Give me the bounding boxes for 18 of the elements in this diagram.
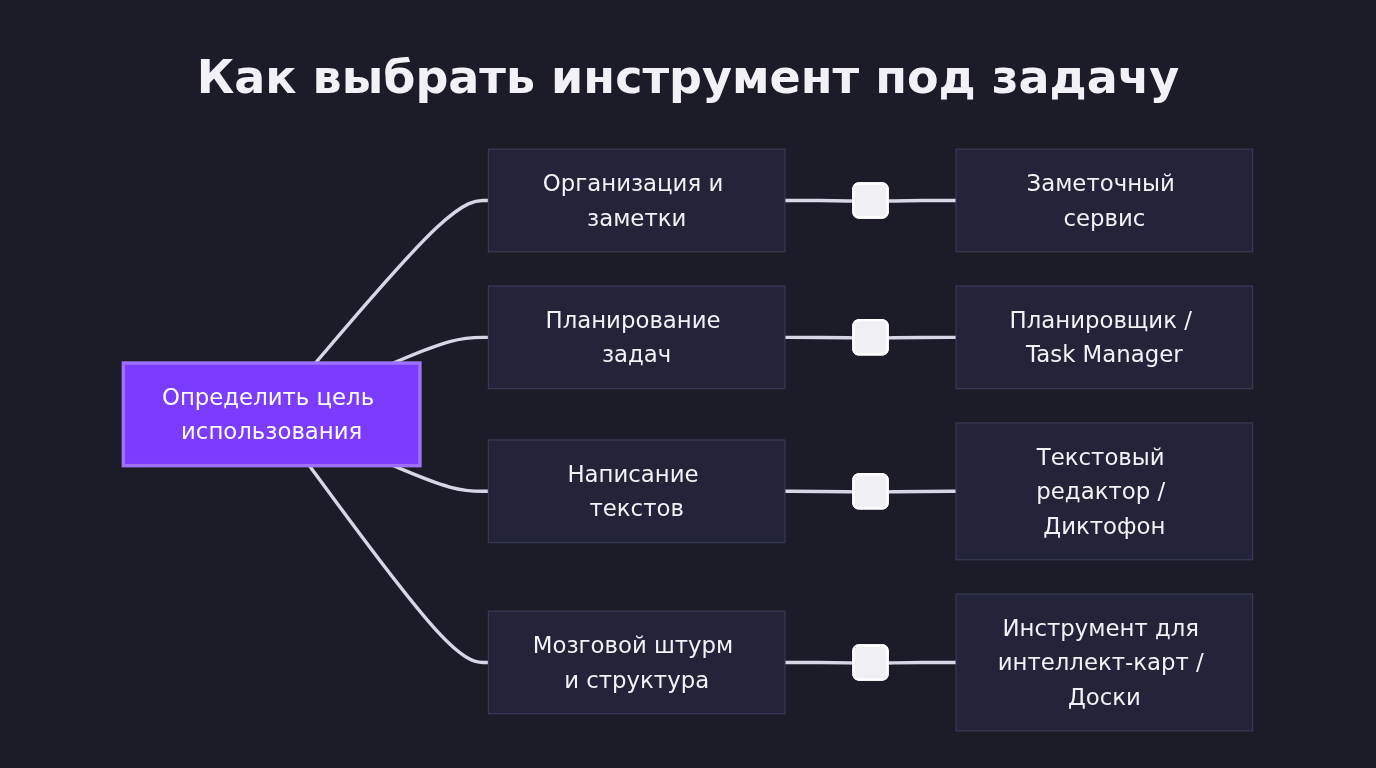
node-box: Заметочный сервис: [955, 148, 1254, 253]
connector: [784, 335, 854, 340]
node-box: Инструмент для интеллект-карт / Доски: [955, 593, 1254, 732]
connector: [888, 489, 957, 494]
node-box: Текстовый редактор / Диктофон: [955, 422, 1254, 561]
node-box: Планирование задач: [487, 285, 786, 390]
connector: [888, 335, 957, 340]
connector: [784, 489, 854, 494]
node-box: Написание текстов: [487, 439, 786, 544]
node-box: Мозговой штурм и структура: [487, 610, 786, 715]
node-box: Определить цель использования: [121, 361, 422, 468]
node-box: Планировщик / Task Manager: [955, 285, 1254, 390]
title: Как выбрать инструмент под задачу: [195, 49, 1181, 106]
node-box: Организация и заметки: [487, 148, 786, 253]
connector: [888, 198, 957, 203]
connector: [784, 660, 854, 665]
connector: [784, 198, 854, 203]
connector: [888, 660, 957, 665]
